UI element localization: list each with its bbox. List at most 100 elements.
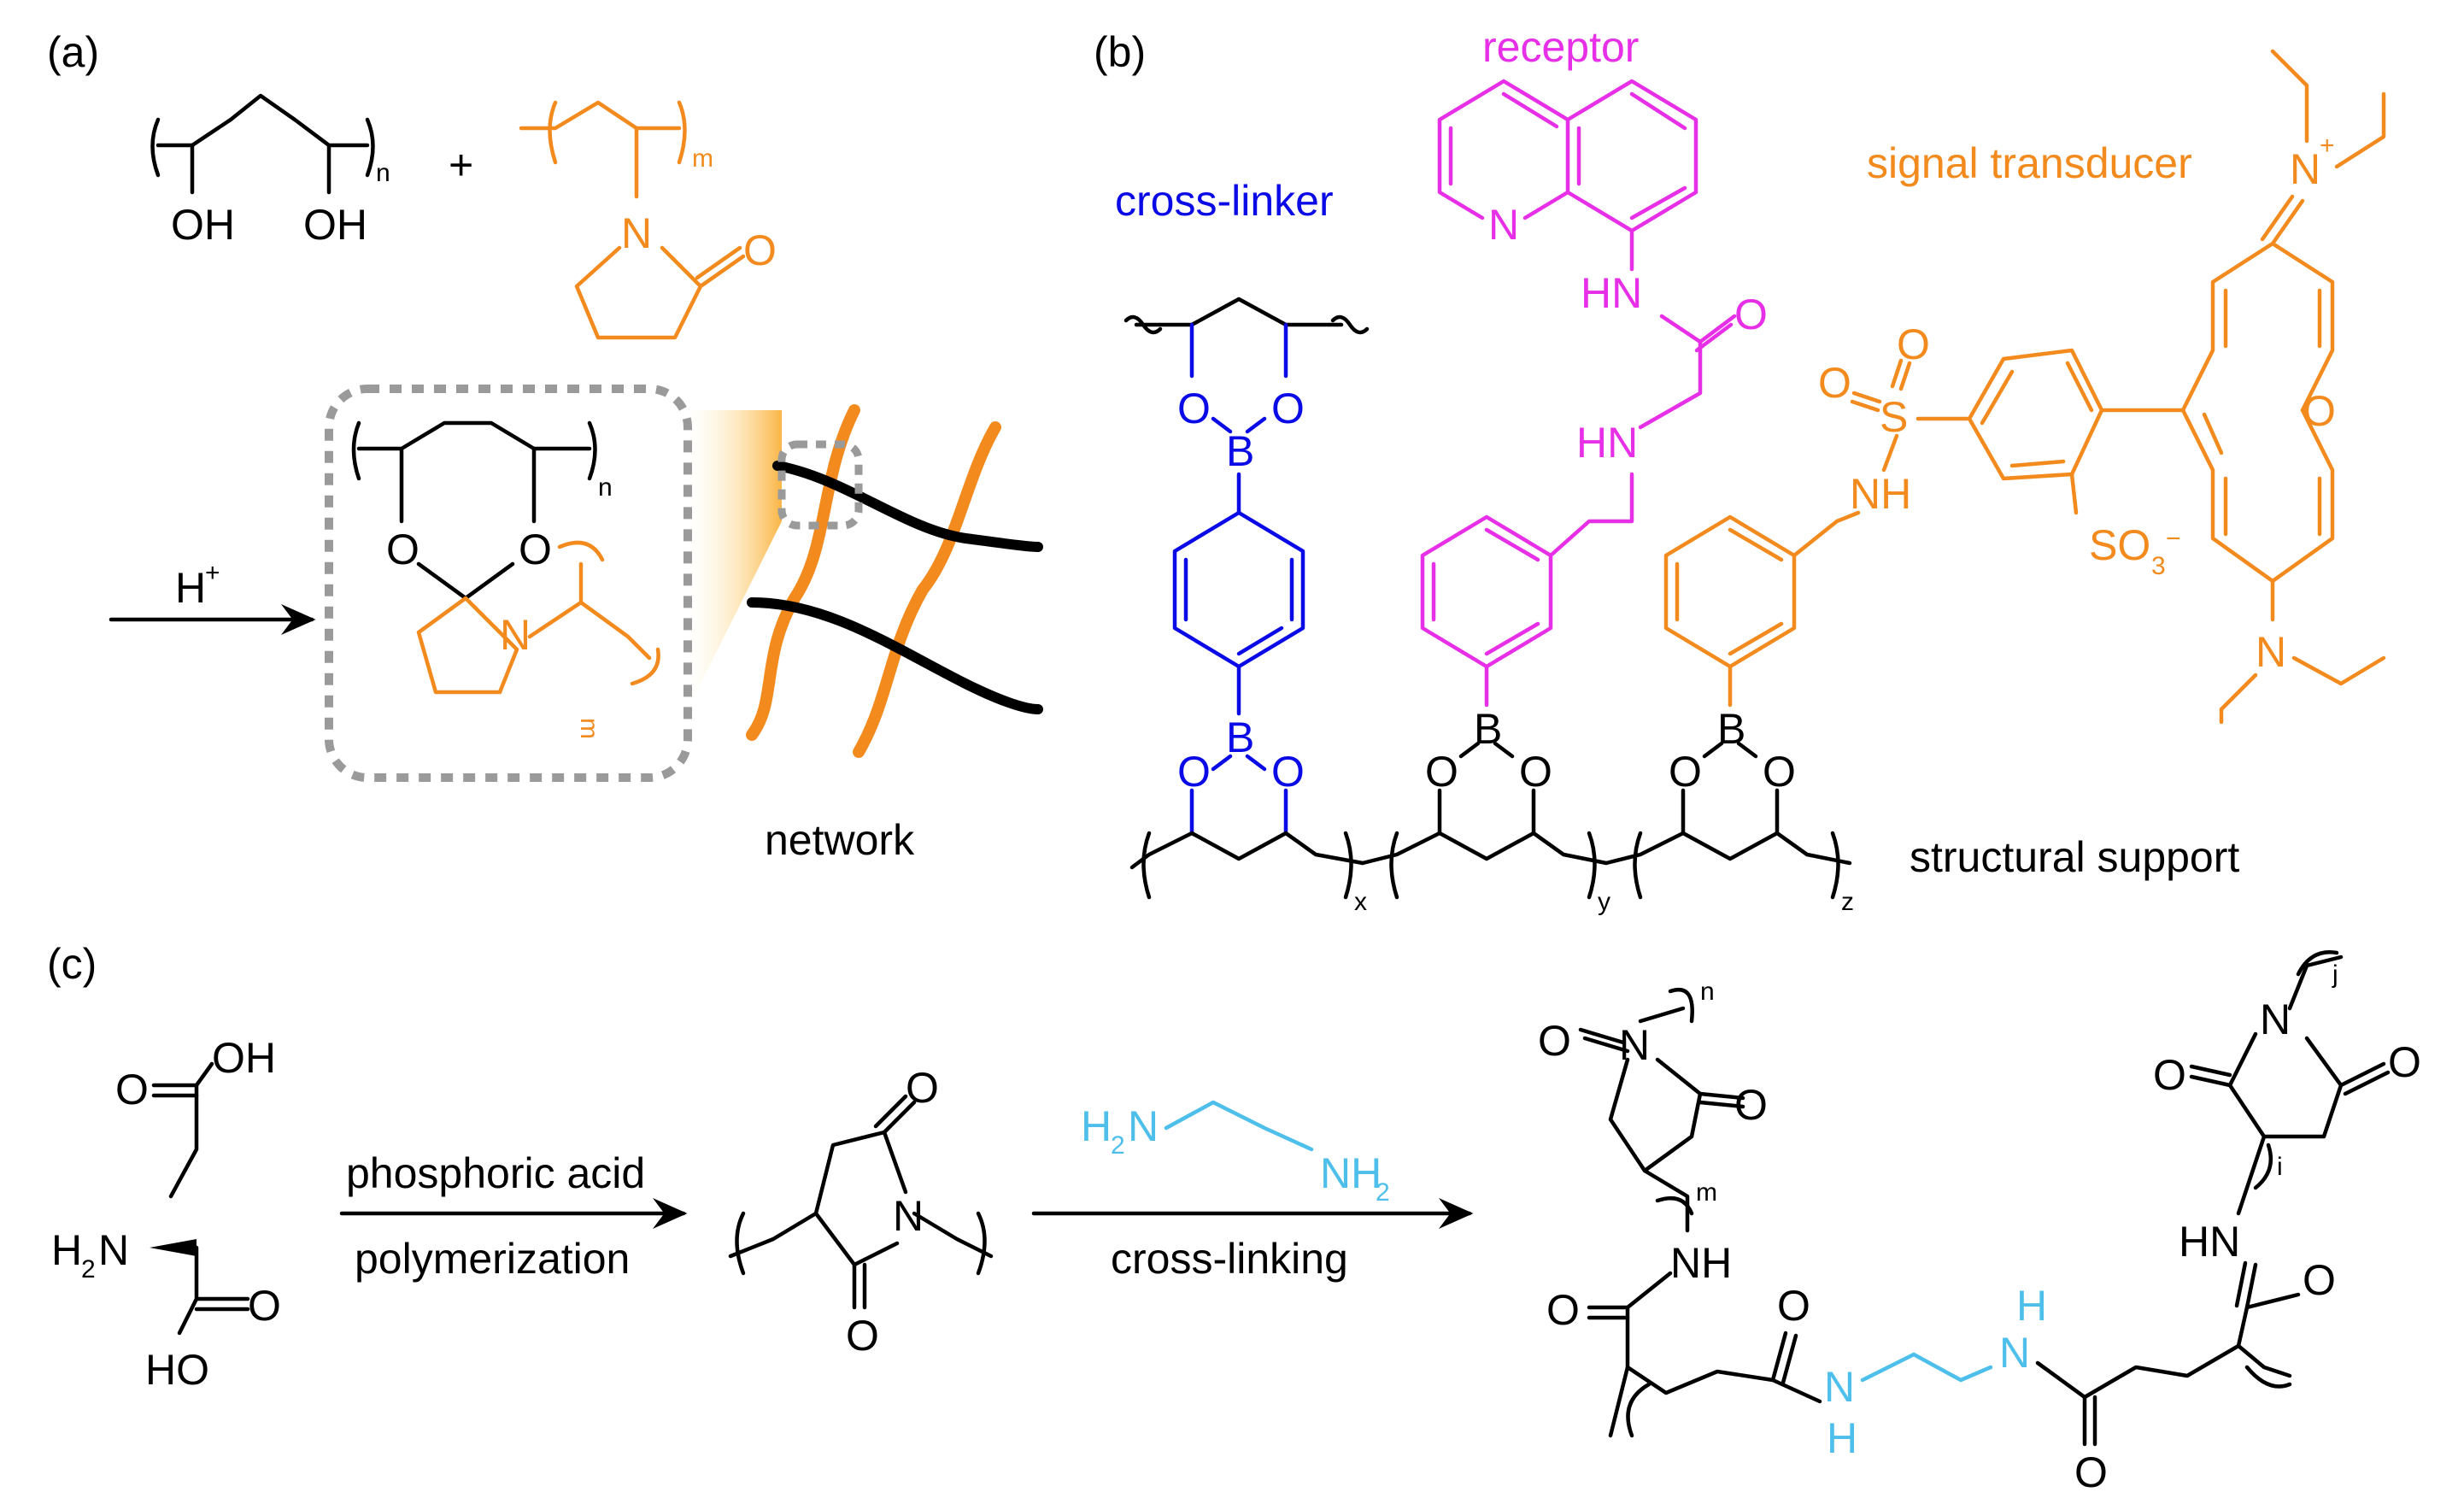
crosslinker-b-2: B <box>1226 714 1254 761</box>
psi-bracket-left <box>735 1211 746 1276</box>
prod-nh-c-1: N <box>1824 1363 1855 1411</box>
asp-wedge-bond <box>150 1239 197 1256</box>
psi-carbonyl-1 <box>873 1094 917 1135</box>
transducer-structure: NH S O O SO 3 − O N + N <box>1663 49 2386 725</box>
support-ob-bonds <box>1458 741 1758 759</box>
network: network <box>746 404 1043 864</box>
receptor-hn: HN <box>1581 269 1642 317</box>
pvp-carbonyl <box>695 245 746 289</box>
prod-subscript-j: j <box>2332 960 2338 989</box>
prod-carbonyl-5 <box>2082 1395 2097 1447</box>
transducer-so3-bond <box>2069 472 2079 515</box>
receptor-ch2 <box>1638 339 1703 430</box>
backbone-o-bonds <box>1437 788 1780 836</box>
network-strand-black-1 <box>772 461 1043 552</box>
prod-o-4: O <box>1777 1282 1810 1330</box>
pvp-subscript-m: m <box>692 144 713 173</box>
crosslinker-top-backbone <box>1134 297 1344 327</box>
box-pyrrolidine <box>416 596 519 695</box>
prod-hn-2: HN <box>2179 1218 2240 1266</box>
aspartic-acid: OH O H 2 N O HO <box>51 1034 281 1394</box>
prod-ch2-chain <box>1642 1168 1690 1233</box>
box-bracket-top <box>557 540 605 562</box>
prod-o-3: O <box>1546 1286 1580 1334</box>
support-o-3: O <box>1669 748 1702 796</box>
prod-backbone-left <box>1608 1365 1651 1438</box>
box-bracket-left <box>351 420 361 481</box>
receptor-ch2-nh <box>1548 472 1634 558</box>
quinoline-n: N <box>1488 201 1519 249</box>
pvp-ring <box>574 245 703 340</box>
asp-h2n-n: N <box>98 1226 129 1274</box>
box-n-chain <box>527 561 652 661</box>
prod-subscript-m: m <box>1696 1178 1717 1207</box>
prod-o-5: O <box>2074 1448 2108 1492</box>
amine-n: N <box>2256 628 2286 676</box>
prod-o-7: O <box>2153 1051 2186 1099</box>
receptor-benzene <box>1420 514 1553 669</box>
prod-ch2-chain-right <box>2236 1134 2273 1216</box>
transducer-sulfonyl-ring <box>1967 348 2104 481</box>
transducer-benzene <box>1663 514 1797 669</box>
prod-carbonyl-1 <box>1578 1027 1630 1054</box>
panel-a: (a) OH OH n + m N O H <box>47 28 1043 864</box>
prod-n-2: N <box>2260 996 2291 1043</box>
crosslinker-ob-bonds-top <box>1211 416 1267 434</box>
prod-carbonyl-8 <box>2338 1061 2391 1096</box>
psi-n: N <box>893 1192 924 1240</box>
crosslinking-arrow: H 2 N NH 2 cross-linking <box>1031 1100 1474 1283</box>
pva-structure: OH OH n <box>150 93 390 249</box>
xanthene-inner-bonds <box>2202 288 2322 537</box>
subscript-z: z <box>1841 888 1854 916</box>
xanthene-o: O <box>2303 387 2336 435</box>
crosslink-structure: n O O N m <box>351 420 660 739</box>
eda-nh2: NH <box>1320 1149 1382 1197</box>
asp-o-top: O <box>115 1066 149 1113</box>
eda-nh2-sub: 2 <box>1376 1178 1390 1207</box>
crosslinker-b-1: B <box>1226 427 1254 475</box>
panel-label-c: (c) <box>47 940 97 988</box>
prod-n-chain <box>1638 988 1694 1024</box>
network-label: network <box>765 816 915 864</box>
box-n: N <box>500 611 531 659</box>
transducer-so-bond-1 <box>1850 391 1882 413</box>
asp-chain-top <box>168 1061 214 1199</box>
asp-h2n-sub: 2 <box>81 1255 96 1283</box>
bracket-z-left <box>1633 831 1643 900</box>
zoom-highlight <box>688 410 782 709</box>
psi-o-2: O <box>846 1312 879 1360</box>
prod-succinimide-right <box>2227 1031 2344 1139</box>
amine-ethyl-groups <box>2219 655 2386 725</box>
prod-o-1: O <box>1538 1017 1571 1065</box>
crosslinker-structure: O O B B O O <box>1123 297 1370 836</box>
prod-ethylene-linker <box>1860 1352 1993 1383</box>
receptor-o: O <box>1734 291 1768 338</box>
prod-carbonyl-3 <box>1587 1305 1630 1320</box>
asp-carbonyl-bottom <box>194 1296 250 1312</box>
backbone-segment-z <box>1604 831 1852 866</box>
transducer-so3-charge: − <box>2166 525 2181 553</box>
polysuccinimide: O N O <box>728 1064 994 1360</box>
crosslinker-o-bonds-bottom <box>1189 788 1288 836</box>
box-o-1: O <box>386 526 419 573</box>
crosslinker-o-2: O <box>1271 385 1305 432</box>
psi-carbonyl-2 <box>852 1262 867 1310</box>
quinoline-ring-2 <box>1437 79 1570 220</box>
eda-chain <box>1164 1100 1314 1152</box>
prod-bracket-m <box>1655 1195 1694 1216</box>
box-ketal <box>416 561 515 601</box>
prod-backbone-right <box>2236 1343 2292 1389</box>
pva-subscript-n: n <box>376 159 390 187</box>
pvp-o: O <box>743 226 777 274</box>
prod-carbonyl-7 <box>2189 1064 2232 1088</box>
pvp-bracket-left <box>548 100 558 165</box>
asp-oh: OH <box>212 1034 276 1082</box>
iminium-double-bond <box>2260 194 2305 246</box>
transducer-s: S <box>1880 393 1908 441</box>
pvp-backbone <box>519 100 682 131</box>
prod-subscript-n: n <box>1700 978 1715 1006</box>
eda-h2n-sub: 2 <box>1111 1131 1125 1160</box>
pva-bracket-left <box>150 117 161 178</box>
box-o-bonds <box>399 446 537 524</box>
transducer-so2-o-1: O <box>1818 359 1851 407</box>
